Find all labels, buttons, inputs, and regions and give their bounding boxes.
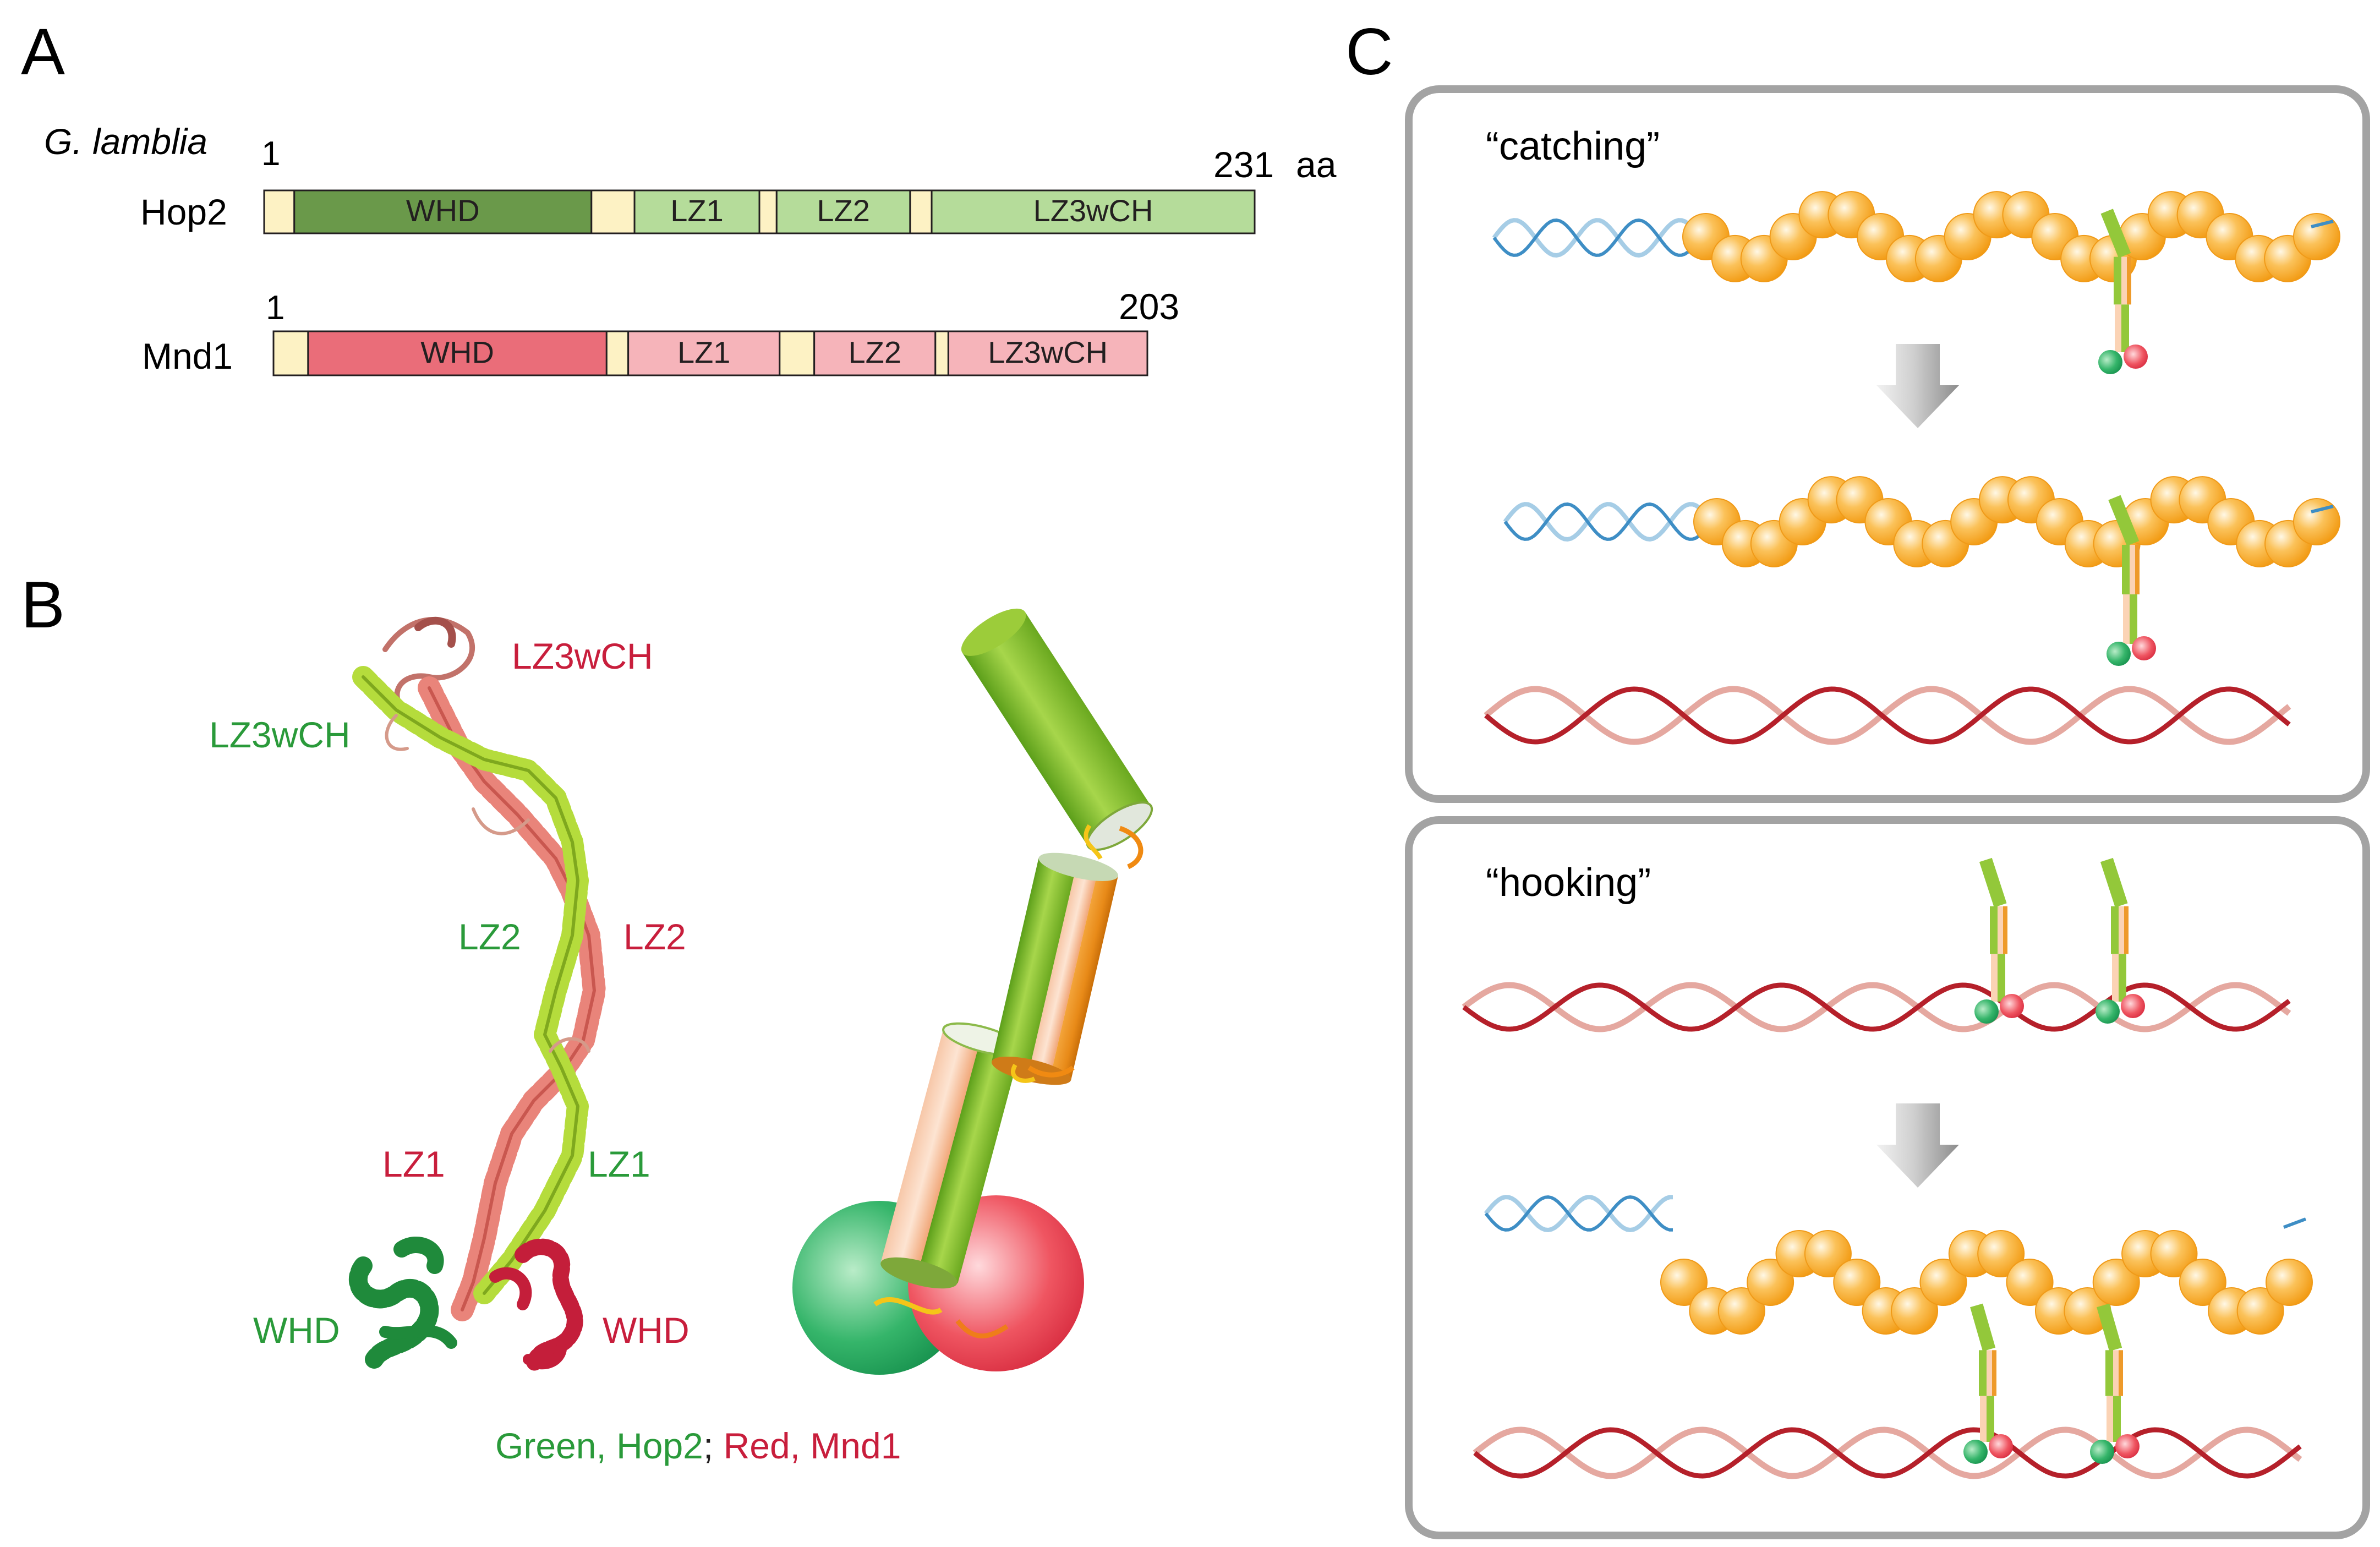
domain-block <box>934 330 949 376</box>
rad51-bead <box>1977 1230 2025 1278</box>
hop2-mnd1-complex <box>1963 1303 2013 1464</box>
ssdna-blue-strand <box>1492 218 1697 258</box>
dsdna-red-strand <box>1484 686 2291 745</box>
domain-block <box>779 330 816 376</box>
rad51-bead <box>2266 1259 2313 1306</box>
hop2-domain-bar: WHD LZ1 LZ2 LZ3wCH <box>263 189 1256 234</box>
hop2-mnd1-complex <box>2107 495 2156 666</box>
hooking-title: “hooking” <box>1486 861 1651 905</box>
domain-label: LZ3wCH <box>988 335 1108 370</box>
panel-b: B LZ3wCH LZ3wCH LZ2 <box>21 568 1153 1466</box>
domain-block <box>813 330 937 376</box>
ribbon-structure <box>348 616 606 1373</box>
domain-block <box>758 189 778 234</box>
hop2-mnd1-complex <box>2098 209 2148 374</box>
domain-label: LZ1 <box>670 193 724 228</box>
rad51-bead <box>1717 1287 1765 1335</box>
hop2-mnd1-complex <box>2090 1303 2140 1464</box>
dsdna-red-strand <box>1462 982 2291 1032</box>
rad51-bead <box>2179 1259 2226 1306</box>
rad51-bead <box>1919 1259 1967 1306</box>
ssdna-blue-strand <box>1484 1195 1673 1233</box>
legend-mnd1: Red, Mnd1 <box>713 1425 901 1466</box>
dsdna-red-strand <box>1473 1426 2302 1479</box>
label-mnd1-lz3wch: LZ3wCH <box>512 636 653 676</box>
dsdna-red-strand <box>1473 1427 2302 1479</box>
domain-block <box>263 189 296 234</box>
rad51-bead <box>2236 1287 2284 1335</box>
domain-block <box>931 189 1256 234</box>
label-hop2-lz3wch: LZ3wCH <box>209 714 351 755</box>
domain-label: LZ1 <box>677 335 731 370</box>
panel-label-a: A <box>21 15 65 89</box>
panel-c-schematics <box>1462 191 2340 1479</box>
domain-block <box>307 330 608 376</box>
down-arrow-icon-top <box>1876 344 1959 428</box>
catching-title: “catching” <box>1486 124 1660 168</box>
cartoon-model <box>792 608 1153 1375</box>
hop2-end-number: 231 <box>1213 144 1274 185</box>
down-arrow-icon-bottom <box>1876 1103 1959 1188</box>
rad51-bead <box>1833 1259 1881 1306</box>
domain-block <box>605 330 630 376</box>
ssdna-blue-strand <box>1503 502 1708 542</box>
label-mnd1-lz2: LZ2 <box>623 916 686 957</box>
panel-label-c: C <box>1345 15 1393 89</box>
hop2-mnd1-complex <box>2096 857 2145 1024</box>
rad51-bead <box>1660 1259 1708 1306</box>
mnd1-domain-bar: WHD LZ1 LZ2 LZ3wCH <box>272 330 1148 376</box>
legend-separator: ; <box>703 1425 713 1466</box>
domain-label: WHD <box>420 335 494 370</box>
mnd1-end-number: 203 <box>1119 286 1179 327</box>
dsdna-red-strand <box>1484 686 2291 745</box>
color-legend: Green, Hop2; Red, Mnd1 <box>495 1425 901 1466</box>
domain-block <box>590 189 636 234</box>
rad51-bead <box>1891 1287 1939 1335</box>
mnd1-protein-name: Mnd1 <box>142 336 233 376</box>
label-hop2-whd: WHD <box>253 1310 340 1351</box>
ssdna-blue-strand <box>1503 502 1708 541</box>
label-mnd1-lz1: LZ1 <box>382 1144 445 1184</box>
domain-label: LZ2 <box>817 193 870 228</box>
rad51-bead <box>2092 1259 2140 1306</box>
domain-block <box>633 189 760 234</box>
panel-c: C “catching” “hooking” <box>1345 15 2370 1539</box>
length-unit: aa <box>1296 144 1337 185</box>
rad51-bead <box>2293 213 2340 260</box>
label-mnd1-whd: WHD <box>603 1310 690 1351</box>
rad51-bead <box>2150 1230 2198 1278</box>
domain-block <box>272 330 309 376</box>
label-hop2-lz1: LZ1 <box>588 1144 650 1184</box>
dsdna-red-strand <box>1462 982 2291 1032</box>
domain-block <box>947 330 1148 376</box>
domain-label: WHD <box>406 193 480 228</box>
organism-label: G. lamblia <box>44 121 207 162</box>
domain-label: LZ3wCH <box>1033 193 1153 228</box>
domain-label: LZ2 <box>848 335 901 370</box>
label-hop2-lz2: LZ2 <box>458 916 521 957</box>
hop2-start-number: 1 <box>261 135 280 173</box>
domain-block <box>293 189 593 234</box>
domain-block <box>775 189 911 234</box>
legend-hop2: Green, Hop2 <box>495 1425 703 1466</box>
ssdna-blue-strand <box>1484 1195 1673 1232</box>
domain-block <box>627 330 781 376</box>
rad51-bead <box>2293 498 2340 545</box>
rad51-bead <box>2006 1259 2054 1306</box>
rad51-bead <box>1804 1230 1852 1278</box>
hop2-protein-name: Hop2 <box>140 192 227 232</box>
ssdna-blue-strand <box>1492 218 1697 257</box>
hop2-mnd1-complex <box>1974 857 2024 1024</box>
panel-label-b: B <box>21 568 65 642</box>
mnd1-start-number: 1 <box>266 289 284 327</box>
rad51-bead <box>1747 1259 1794 1306</box>
domain-block <box>909 189 933 234</box>
